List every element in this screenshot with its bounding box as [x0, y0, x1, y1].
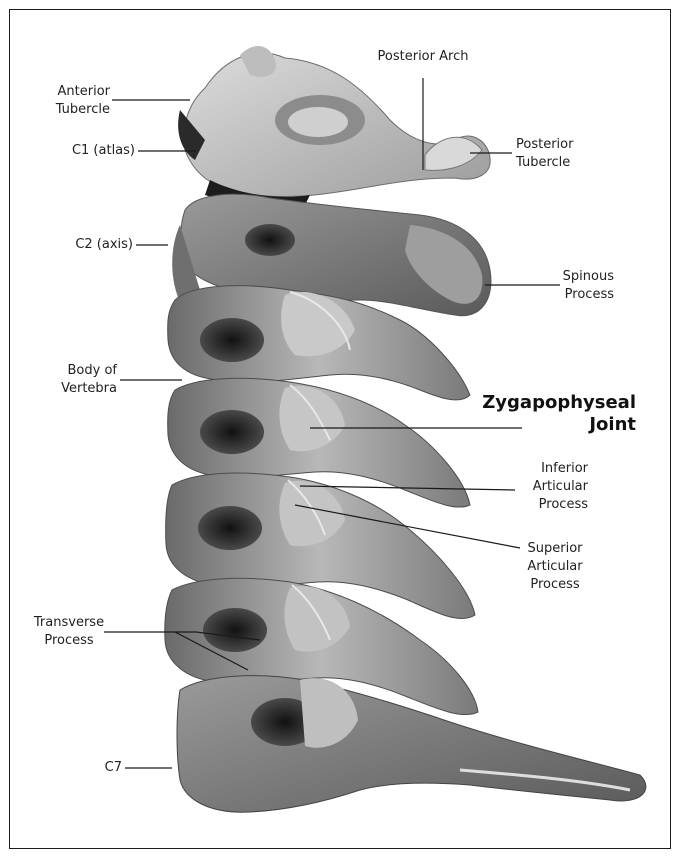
- label-superior-articular-process: Superior Articular Process: [510, 540, 600, 594]
- label-inferior-articular-process: Inferior Articular Process: [500, 460, 588, 514]
- label-transverse-process: Transverse Process: [28, 614, 110, 650]
- label-c7: C7: [60, 759, 122, 777]
- label-zygapophyseal-joint: Zygapophyseal Joint: [468, 392, 636, 436]
- label-anterior-tubercle: Anterior Tubercle: [30, 83, 110, 119]
- label-spinous-process: Spinous Process: [520, 268, 614, 304]
- vertebra-c1: [178, 46, 490, 207]
- label-c2-axis: C2 (axis): [20, 236, 133, 254]
- label-body-of-vertebra: Body of Vertebra: [20, 362, 117, 398]
- label-c1-atlas: C1 (atlas): [20, 142, 135, 160]
- label-posterior-arch: Posterior Arch: [358, 48, 488, 66]
- label-posterior-tubercle: Posterior Tubercle: [516, 136, 616, 172]
